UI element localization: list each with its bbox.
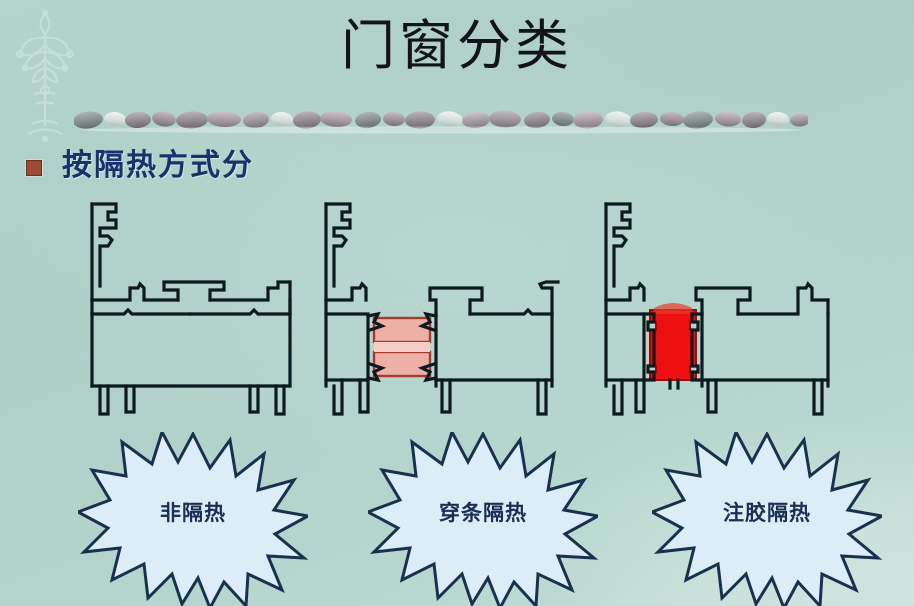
thermal-break-strips bbox=[372, 316, 432, 378]
page-title: 门窗分类 bbox=[341, 14, 573, 77]
star-non-insulated: 非隔热 bbox=[74, 428, 313, 606]
bullet-square-marker bbox=[26, 160, 42, 176]
profile-strip-insulated bbox=[312, 190, 560, 426]
star-callout-group: 非隔热 穿条隔热 注胶隔热 bbox=[0, 428, 914, 606]
pebble-stone-divider bbox=[73, 101, 810, 135]
profile-poured-insulated bbox=[592, 190, 842, 426]
profile-diagram-group bbox=[0, 190, 914, 430]
profile-non-insulated bbox=[78, 190, 300, 426]
bullet-item-label: 按隔热方式分 bbox=[62, 148, 254, 183]
poured-glue-block bbox=[649, 303, 697, 381]
star-strip-insulated: 穿条隔热 bbox=[364, 428, 603, 606]
star-poured-insulated: 注胶隔热 bbox=[648, 428, 887, 606]
bullet-item-insulation-type: 按隔热方式分 bbox=[26, 148, 254, 184]
